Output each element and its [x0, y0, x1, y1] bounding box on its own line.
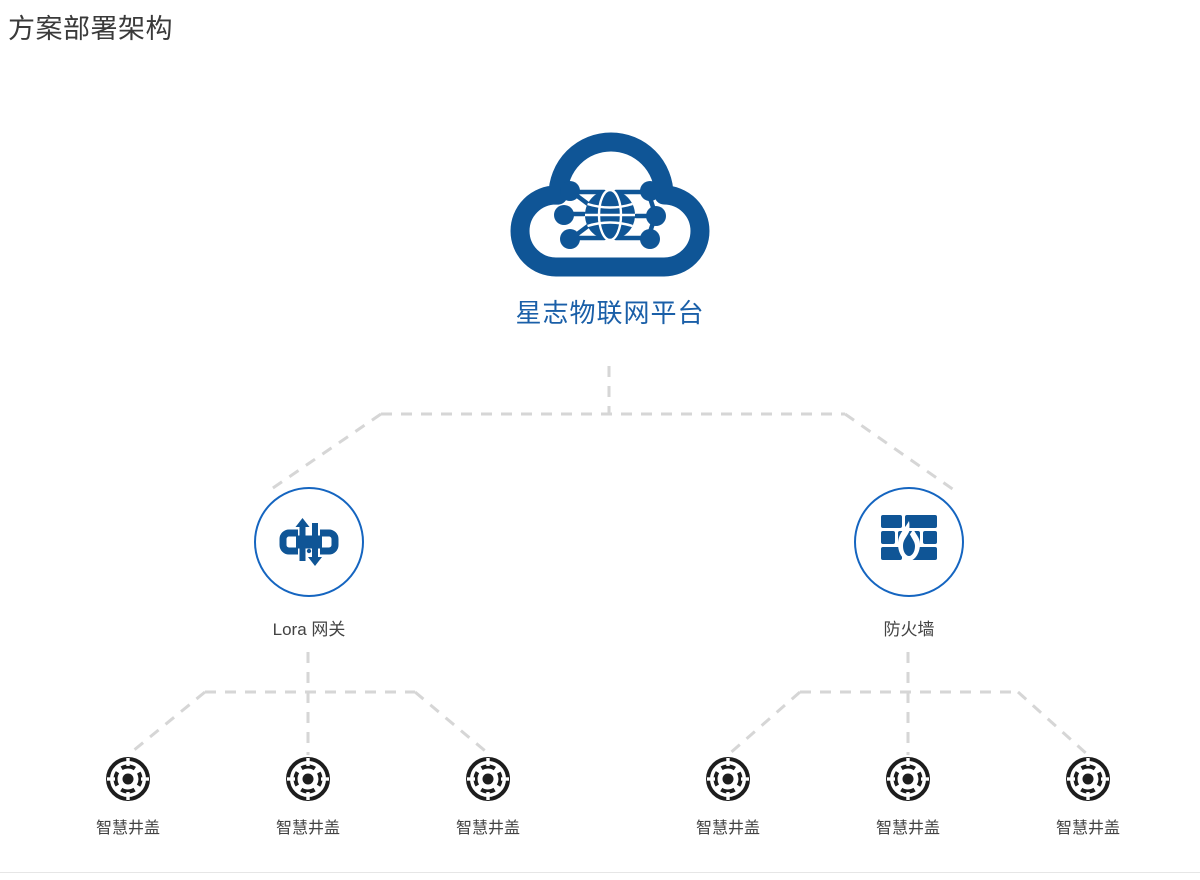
connector-gateway-leaf-3 — [414, 690, 491, 757]
node-manhole-4[interactable]: 智慧井盖 — [648, 756, 808, 840]
node-manhole-2-label: 智慧井盖 — [275, 820, 340, 837]
node-manhole-6[interactable]: 智慧井盖 — [1008, 756, 1168, 840]
firewall-icon — [881, 515, 937, 561]
node-manhole-4-label: 智慧井盖 — [695, 820, 760, 837]
node-manhole-1[interactable]: 智慧井盖 — [48, 756, 208, 840]
node-lora-gateway-circle — [254, 487, 364, 597]
manhole-cover-icon — [828, 756, 988, 802]
connector-firewall-leaf-3 — [1016, 690, 1090, 757]
footer-divider — [0, 872, 1200, 873]
connector-to-gateway — [269, 412, 382, 492]
node-manhole-6-label: 智慧井盖 — [1055, 820, 1120, 837]
manhole-cover-icon — [648, 756, 808, 802]
page-title: 方案部署架构 — [8, 14, 173, 44]
node-lora-gateway-label: Lora 网关 — [272, 620, 346, 639]
manhole-cover-icon — [408, 756, 568, 802]
manhole-cover-icon — [1008, 756, 1168, 802]
cloud-network-icon — [440, 112, 780, 290]
connector-firewall-leaf-1 — [727, 690, 801, 757]
manhole-cover-icon — [228, 756, 388, 802]
connector-to-firewall — [844, 412, 955, 492]
node-firewall-label: 防火墙 — [883, 620, 935, 639]
node-manhole-3-label: 智慧井盖 — [455, 820, 520, 837]
manhole-cover-icon — [48, 756, 208, 802]
gateway-icon — [279, 518, 339, 566]
node-manhole-1-label: 智慧井盖 — [95, 820, 160, 837]
node-manhole-3[interactable]: 智慧井盖 — [408, 756, 568, 840]
node-firewall-circle — [854, 487, 964, 597]
node-platform[interactable]: 星志物联网平台 — [440, 112, 780, 330]
node-platform-label: 星志物联网平台 — [515, 298, 705, 328]
node-lora-gateway[interactable]: Lora 网关 — [199, 487, 419, 642]
node-manhole-2[interactable]: 智慧井盖 — [228, 756, 388, 840]
connector-gateway-leaf-1 — [127, 690, 206, 757]
node-firewall[interactable]: 防火墙 — [799, 487, 1019, 642]
node-manhole-5-label: 智慧井盖 — [875, 820, 940, 837]
node-manhole-5[interactable]: 智慧井盖 — [828, 756, 988, 840]
